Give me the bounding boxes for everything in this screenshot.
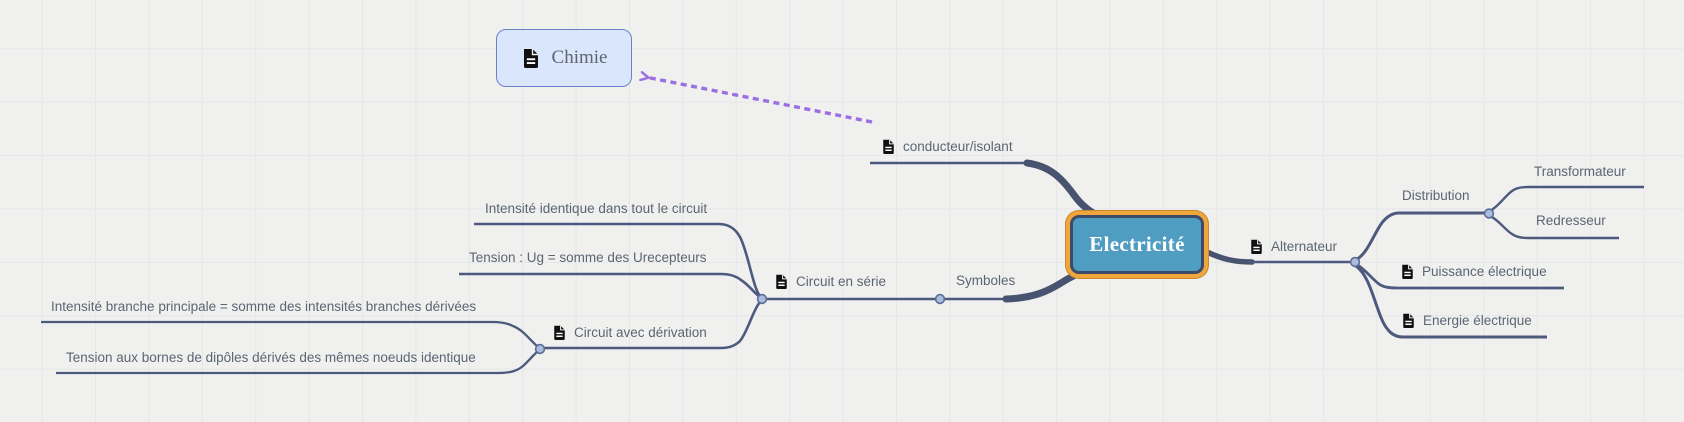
document-icon — [775, 274, 788, 290]
node-label: Intensité identique dans tout le circuit — [485, 201, 708, 216]
node-label: Energie électrique — [1423, 313, 1532, 328]
node-label: conducteur/isolant — [903, 139, 1013, 154]
document-icon — [1402, 313, 1415, 329]
node-electricite[interactable]: Electricité — [1070, 215, 1204, 274]
document-icon — [522, 48, 539, 69]
node-intensite-identique[interactable]: Intensité identique dans tout le circuit — [485, 201, 707, 216]
node-intensite-branche[interactable]: Intensité branche principale = somme des… — [51, 299, 476, 314]
node-distribution[interactable]: Distribution — [1402, 188, 1470, 203]
connector-to-chimie[interactable] — [648, 78, 873, 124]
node-alternateur[interactable]: Alternateur — [1249, 238, 1337, 255]
node-label: Tension : Ug = somme des Urecepteurs — [469, 250, 707, 265]
node-label: Redresseur — [1536, 213, 1606, 228]
node-circuit-avec-derivation[interactable]: Circuit avec dérivation — [552, 324, 707, 341]
node-symboles[interactable]: Symboles — [956, 273, 1015, 288]
node-label: Tension aux bornes de dipôles dérivés de… — [66, 350, 476, 365]
node-circuit-en-serie[interactable]: Circuit en série — [774, 273, 886, 290]
node-chimie[interactable]: Chimie — [496, 29, 632, 87]
node-label: Chimie — [551, 47, 608, 68]
edge-serie-fact1 — [474, 222, 762, 297]
edge-deriv-fact1 — [41, 320, 538, 347]
edge-root-to-alternateur-stub — [1204, 249, 1255, 265]
edge-serie-fact2 — [459, 272, 761, 299]
node-tension-bornes[interactable]: Tension aux bornes de dipôles dérivés de… — [66, 350, 476, 365]
node-label: Puissance électrique — [1422, 264, 1547, 279]
junction-derivation[interactable] — [534, 343, 546, 355]
document-icon — [1250, 239, 1263, 255]
edge-serie-derivation — [544, 301, 762, 350]
node-label: Symboles — [956, 273, 1016, 288]
edge-conducteur-to-root — [1023, 159, 1103, 220]
edge-dist-redresseur — [1489, 214, 1619, 240]
node-electricite-selection[interactable]: Electricité — [1066, 211, 1208, 278]
node-label: Circuit avec dérivation — [574, 325, 707, 340]
edge-alt-energie — [1355, 264, 1547, 339]
edge-deriv-fact2 — [56, 351, 538, 375]
node-transformateur[interactable]: Transformateur — [1534, 164, 1626, 179]
document-icon — [553, 325, 566, 341]
junction-alternateur[interactable] — [1349, 256, 1361, 268]
junction-distribution[interactable] — [1483, 208, 1495, 219]
node-label: Distribution — [1402, 188, 1470, 203]
edge-alt-puissance — [1355, 262, 1564, 290]
node-puissance-electrique[interactable]: Puissance électrique — [1400, 263, 1547, 280]
node-redresseur[interactable]: Redresseur — [1536, 213, 1606, 228]
document-icon — [882, 139, 895, 155]
node-energie-electrique[interactable]: Energie électrique — [1401, 312, 1532, 329]
edge-dist-transformateur — [1489, 185, 1644, 213]
node-tension-ug[interactable]: Tension : Ug = somme des Urecepteurs — [469, 250, 706, 265]
junction-symboles[interactable] — [934, 293, 946, 305]
node-conducteur-isolant[interactable]: conducteur/isolant — [881, 138, 1013, 155]
node-label: Alternateur — [1271, 239, 1338, 254]
node-label: Transformateur — [1534, 164, 1626, 179]
document-icon — [1401, 264, 1414, 280]
node-label: Circuit en série — [796, 274, 887, 289]
node-label: Intensité branche principale = somme des… — [51, 299, 477, 314]
edge-alt-distribution — [1355, 211, 1486, 262]
junction-circuit-serie[interactable] — [756, 293, 768, 305]
